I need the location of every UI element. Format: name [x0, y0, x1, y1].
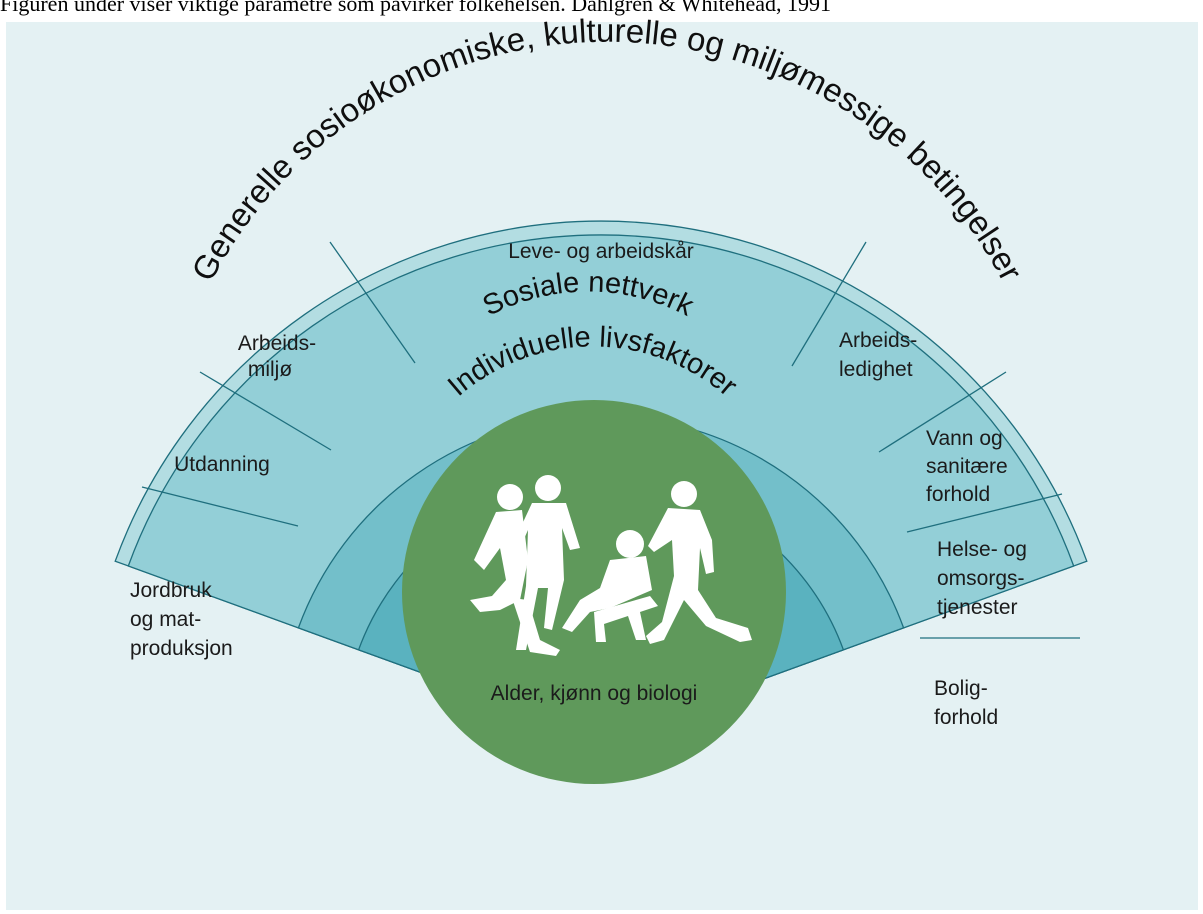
sector-label-line: Utdanning	[174, 453, 270, 476]
sector-divider	[329, 241, 416, 364]
sector-label-line: omsorgs-	[937, 567, 1025, 590]
sector-helse-omsorg: Helse- og omsorgs- tjenester	[937, 538, 1027, 619]
sector-label-line: forhold	[926, 483, 990, 506]
people-silhouettes-icon	[470, 475, 752, 656]
sector-divider	[199, 371, 332, 451]
sector-label-line: tjenester	[937, 596, 1018, 619]
sector-divider	[906, 493, 1063, 533]
sector-label-line: Arbeids-	[238, 332, 316, 355]
sector-vann-sanitaer: Vann og sanitære forhold	[926, 427, 1008, 506]
sector-label-line: sanitære	[926, 455, 1008, 478]
sector-label-line: ledighet	[839, 358, 913, 381]
sector-divider	[791, 241, 867, 367]
sector-divider	[141, 486, 299, 527]
sector-arbeidsledighet: Arbeids- ledighet	[839, 329, 917, 381]
sector-jordbruk: Jordbruk og mat- produksjon	[130, 579, 233, 660]
sector-label-line: Arbeids-	[839, 329, 917, 352]
core-label: Alder, kjønn og biologi	[491, 682, 698, 705]
sector-label-line: miljø	[248, 358, 292, 381]
sector-label-line: forhold	[934, 706, 998, 729]
sector-label-line: Helse- og	[937, 538, 1027, 561]
sector-label-line: Vann og	[926, 427, 1003, 450]
sector-label-line: produksjon	[130, 637, 233, 660]
sector-utdanning: Utdanning	[174, 453, 270, 476]
sector-label-line: Jordbruk	[130, 579, 212, 602]
sector-label-line: og mat-	[130, 608, 201, 631]
sector-divider	[878, 371, 1007, 453]
living-working-conditions-title: Leve- og arbeidskår	[508, 240, 694, 263]
sector-boligforhold: Bolig- forhold	[934, 677, 998, 729]
sector-label-line: Bolig-	[934, 677, 988, 700]
sector-arbeidsmiljo: Arbeids- miljø	[238, 332, 316, 381]
caption-text: Figuren under viser viktige parametre so…	[0, 0, 832, 16]
